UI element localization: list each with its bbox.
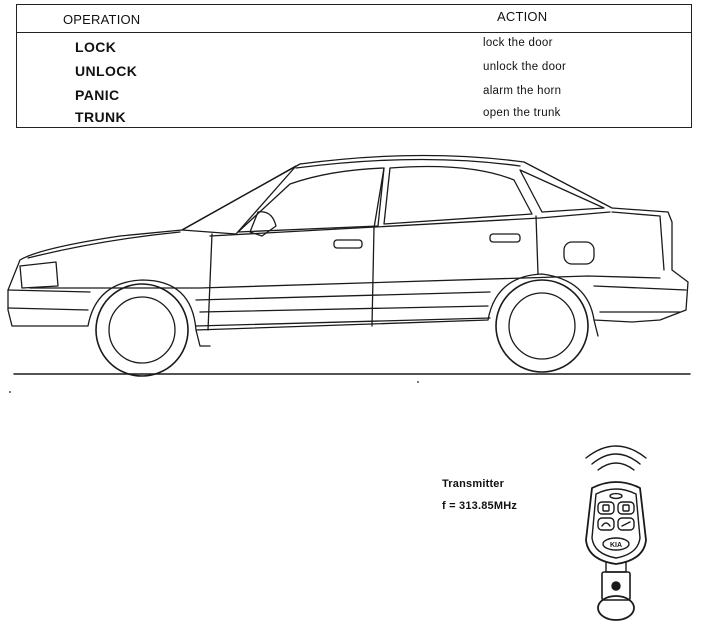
table-row: UNLOCK unlock the door — [17, 59, 691, 83]
headlight — [20, 262, 58, 288]
operation-table: OPERATION ACTION LOCK lock the door UNLO… — [16, 4, 692, 128]
kia-logo: KIA — [603, 538, 629, 550]
rear-door-handle — [490, 234, 520, 242]
operation-cell: UNLOCK — [75, 63, 137, 79]
transmitter-frequency: f = 313.85MHz — [442, 500, 517, 512]
rear-quarter-window — [520, 170, 604, 212]
fuel-door — [564, 242, 594, 264]
table-row: PANIC alarm the horn — [17, 83, 691, 107]
remote-key-fob-illustration: KIA — [568, 440, 658, 622]
table-row: TRUNK open the trunk — [17, 105, 691, 129]
operation-cell: TRUNK — [75, 109, 126, 125]
panic-button-icon — [598, 518, 614, 530]
trunk-button-icon — [618, 518, 634, 530]
key-hole — [612, 582, 620, 590]
operation-cell: PANIC — [75, 87, 120, 103]
action-cell: alarm the horn — [483, 85, 561, 97]
front-window — [238, 168, 384, 232]
front-door-handle — [334, 240, 362, 248]
unlock-button-icon — [618, 502, 634, 514]
led-indicator — [610, 494, 622, 499]
signal-waves-icon — [586, 446, 646, 470]
front-wheel — [96, 284, 188, 376]
operation-cell: LOCK — [75, 39, 116, 55]
operation-column-header: OPERATION — [63, 12, 140, 27]
action-column-header: ACTION — [497, 9, 547, 24]
table-row: LOCK lock the door — [17, 35, 691, 59]
action-cell: open the trunk — [483, 107, 561, 119]
rear-wheel — [496, 280, 588, 372]
action-cell: lock the door — [483, 37, 553, 49]
car-body-outline — [8, 155, 688, 330]
car-side-view-illustration — [0, 140, 703, 400]
transmitter-label: Transmitter — [442, 478, 504, 490]
logo-text: KIA — [610, 542, 622, 549]
lock-button-icon — [598, 502, 614, 514]
action-cell: unlock the door — [483, 61, 566, 73]
table-header: OPERATION ACTION — [17, 5, 691, 33]
rear-window — [384, 167, 532, 225]
